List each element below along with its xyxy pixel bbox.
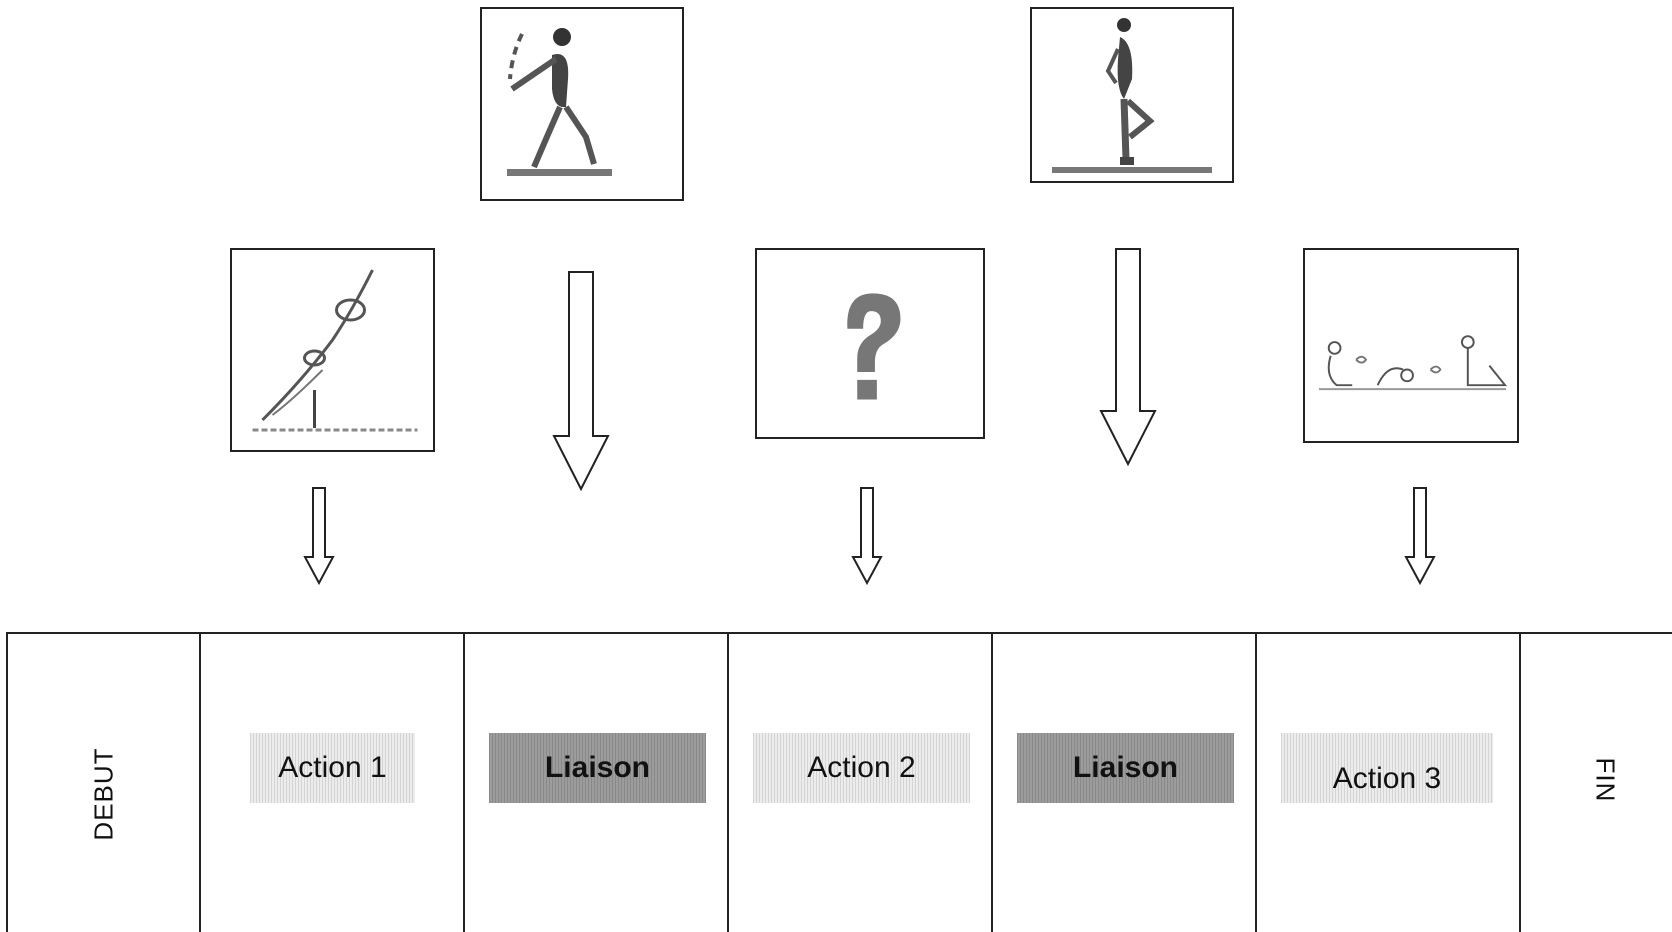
- stick-figure-walking-icon: [507, 28, 612, 176]
- step-cell-action-1: Action 1: [201, 634, 465, 932]
- sequence-timeline: DEBUT Action 1 Liaison Action 2 Liaison …: [6, 632, 1672, 932]
- start-label: DEBUT: [88, 747, 119, 841]
- step-cell-liaison-1: Liaison: [465, 634, 729, 932]
- arrow-down-icon: [1099, 248, 1157, 467]
- stick-figure-balance-icon: [1052, 18, 1212, 173]
- step-label-liaison-2: Liaison: [1017, 733, 1234, 803]
- walking-figure-box: [480, 7, 684, 201]
- end-cell: FIN: [1521, 634, 1672, 932]
- step-cell-action-2: Action 2: [729, 634, 993, 932]
- floor-sequence-box: [1303, 248, 1519, 443]
- start-cell: DEBUT: [8, 634, 201, 932]
- arrow-down-long-1: [552, 271, 610, 492]
- end-label: FIN: [1590, 757, 1621, 803]
- step-cell-liaison-2: Liaison: [993, 634, 1257, 932]
- step-label-action-1: Action 1: [250, 733, 415, 803]
- step-label-action-2: Action 2: [753, 733, 970, 803]
- question-box: [755, 248, 985, 439]
- balance-figure-box: [1030, 7, 1234, 183]
- dive-figure-box: [230, 248, 435, 452]
- step-cell-action-3: Action 3: [1257, 634, 1521, 932]
- arrow-down-short-2: [851, 487, 883, 586]
- stick-figure-floor-sequence-icon: [1318, 335, 1508, 391]
- stick-figure-dive-icon: [252, 269, 418, 432]
- arrow-down-short-1: [303, 487, 335, 586]
- arrow-down-icon: [1404, 487, 1436, 586]
- step-label-action-3: Action 3: [1281, 733, 1493, 803]
- arrow-down-long-2: [1099, 248, 1157, 467]
- arrow-down-icon: [552, 271, 610, 492]
- arrow-down-short-3: [1404, 487, 1436, 586]
- arrow-down-icon: [851, 487, 883, 586]
- step-label-liaison-1: Liaison: [489, 733, 706, 803]
- arrow-down-icon: [303, 487, 335, 586]
- question-mark-icon: [847, 293, 901, 400]
